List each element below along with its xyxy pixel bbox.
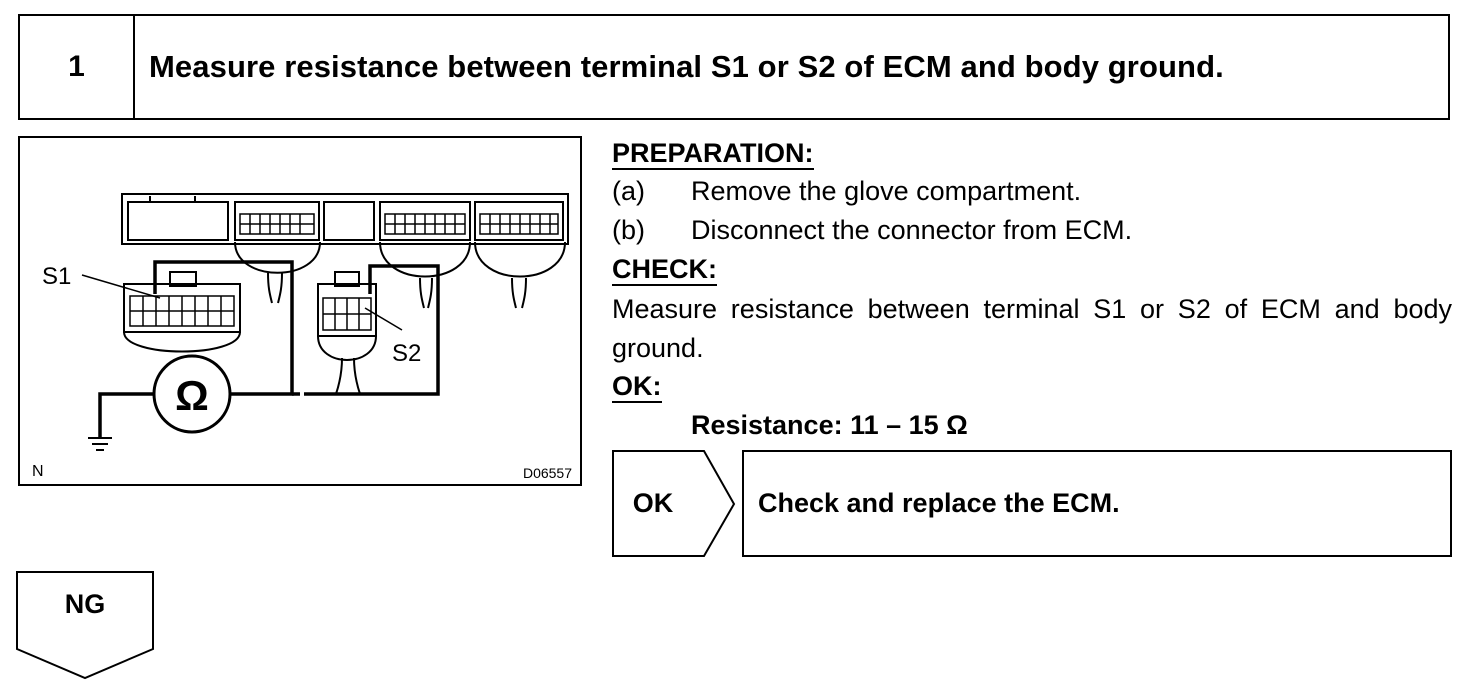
ecm-connector-diagram: S1 S2 Ω N D06557 [32,193,572,481]
step-text: Disconnect the connector from ECM. [691,215,1133,245]
ng-label: NG [64,589,106,619]
step-mark: (a) [612,176,645,206]
label-s1: S1 [42,263,71,290]
check-heading: CHECK: [612,254,717,286]
ok-result-arrow: OK [612,450,738,563]
step-title: Measure resistance between terminal S1 o… [149,49,1224,84]
ok-action-text: Check and replace the ECM. [758,488,1120,518]
step-text: Remove the glove compartment. [691,176,1082,206]
corner-mark: N [32,463,44,480]
resistance-spec: Resistance: 11 – 15 Ω [691,410,968,440]
ok-heading: OK: [612,371,662,403]
ng-result-arrow: NG [16,571,156,686]
right-arrow-box-icon [612,450,736,557]
preparation-step-b: (b) Disconnect the connector from ECM. [612,215,1132,245]
step-mark: (b) [612,215,645,245]
down-arrow-box-icon [16,571,154,680]
ok-label: OK [632,487,674,518]
ohm-symbol: Ω [175,372,209,419]
ok-action-box: Check and replace the ECM. [742,450,1452,557]
label-s2: S2 [392,340,421,367]
figure-id: D06557 [523,465,572,481]
wiring-figure: S1 S2 Ω N D06557 [18,136,582,486]
preparation-heading: PREPARATION: [612,138,814,170]
step-number: 1 [20,16,135,118]
preparation-step-a: (a) Remove the glove compartment. [612,176,1081,206]
step-header: 1 Measure resistance between terminal S1… [18,14,1450,120]
check-text: Measure resistance between terminal S1 o… [612,294,1452,363]
